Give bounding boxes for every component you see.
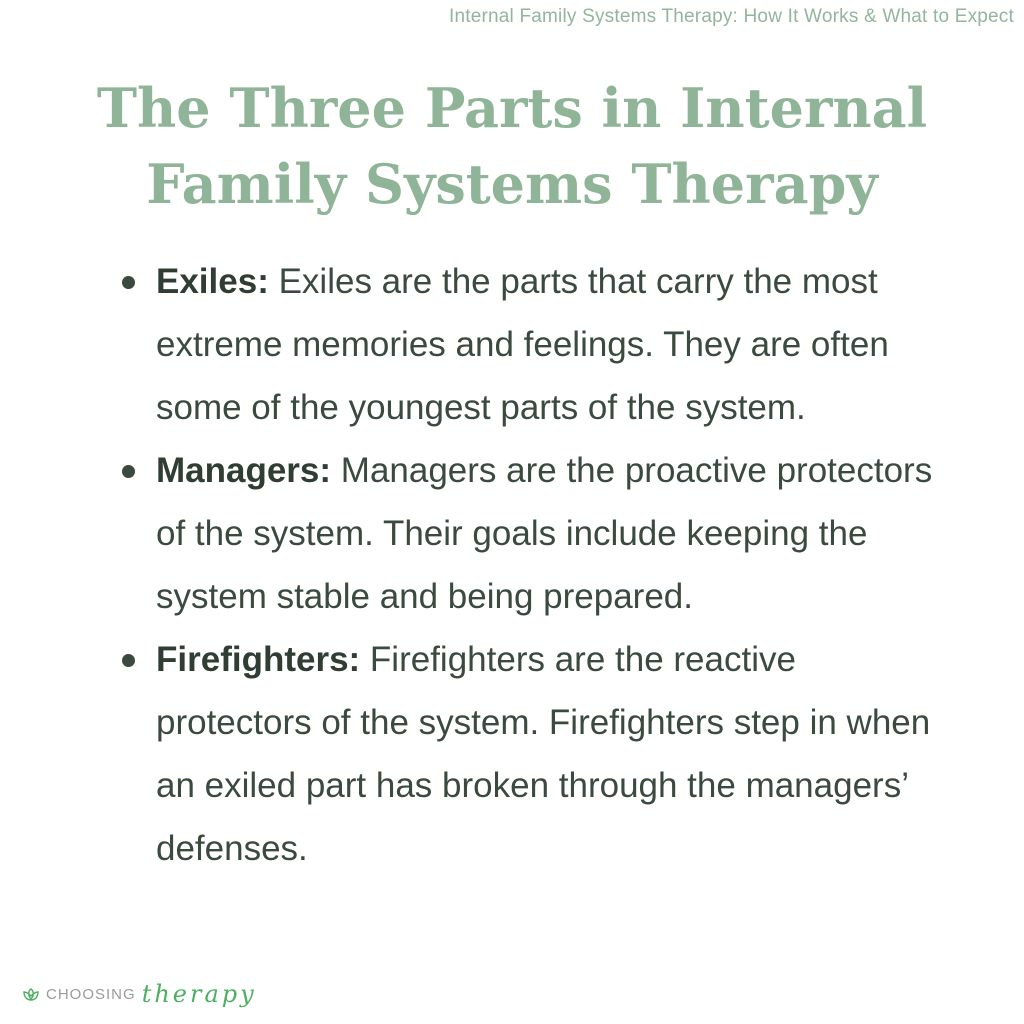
term: Managers: xyxy=(156,451,332,490)
term: Exiles: xyxy=(156,262,269,301)
brand-script: therapy xyxy=(141,980,257,1008)
brand-logo: CHOOSING therapy xyxy=(22,980,257,1008)
page-title: The Three Parts in Internal Family Syste… xyxy=(0,70,1024,222)
description: Exiles are the parts that carry the most… xyxy=(156,262,889,427)
list-item-exiles: Exiles: Exiles are the parts that carry … xyxy=(118,250,958,439)
description: Firefighters are the reactive protectors… xyxy=(156,640,931,868)
title-line-1: The Three Parts in Internal xyxy=(96,76,928,140)
bullet-icon xyxy=(122,276,135,289)
term: Firefighters: xyxy=(156,640,361,679)
article-caption: Internal Family Systems Therapy: How It … xyxy=(449,6,1014,27)
bullet-icon xyxy=(122,654,135,667)
description: Managers are the proactive protectors of… xyxy=(156,451,933,616)
parts-list: Exiles: Exiles are the parts that carry … xyxy=(118,250,958,880)
brand-word: CHOOSING xyxy=(46,985,136,1003)
lotus-icon xyxy=(23,988,39,1001)
bullet-icon xyxy=(122,465,135,478)
title-line-2: Family Systems Therapy xyxy=(146,152,878,216)
list-item-managers: Managers: Managers are the proactive pro… xyxy=(118,439,958,628)
list-item-firefighters: Firefighters: Firefighters are the react… xyxy=(118,628,958,880)
